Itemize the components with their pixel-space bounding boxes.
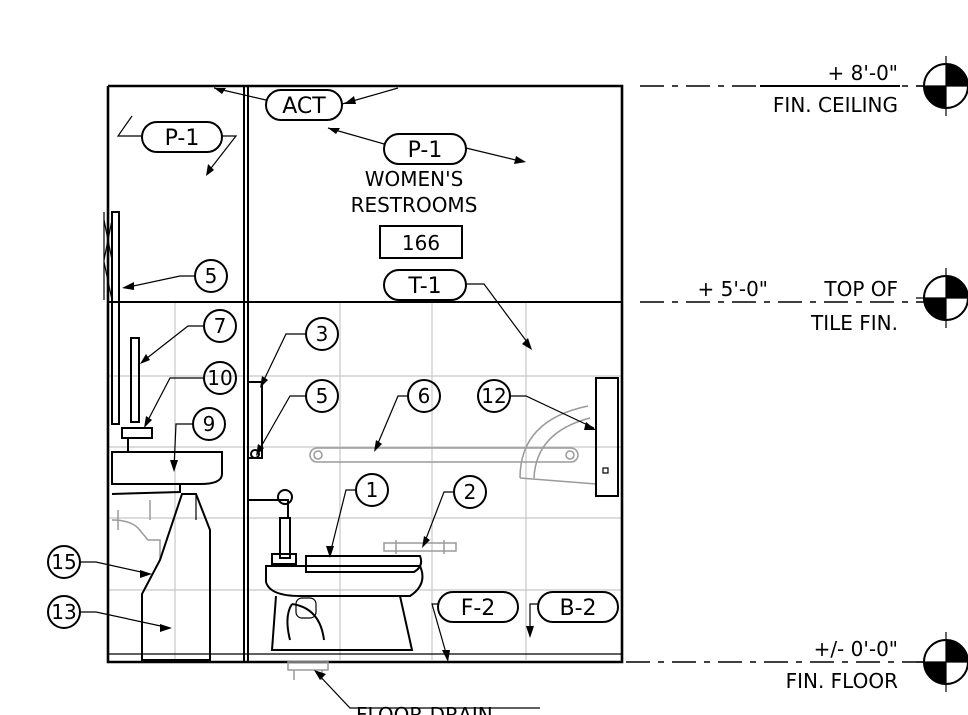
keynote-4: 5 [122, 259, 228, 293]
svg-text:5: 5 [205, 264, 218, 288]
svg-text:3: 3 [316, 322, 329, 346]
keynote-6: 6 [374, 379, 441, 452]
keynote-9: 9 [170, 407, 226, 472]
svg-text:1: 1 [366, 478, 379, 502]
elevation-tile: + 5'-0" TOP OF TILE FIN. [640, 268, 968, 335]
keynote-2: 2 [422, 475, 487, 548]
tag-p1-left: P-1 [116, 115, 238, 176]
tag-t1: T-1 [383, 269, 532, 350]
svg-text:TILE FIN.: TILE FIN. [810, 311, 898, 335]
door-swing [519, 377, 619, 497]
svg-text:P-1: P-1 [165, 126, 200, 151]
mirror [103, 211, 120, 425]
svg-text:13: 13 [51, 600, 76, 624]
svg-text:7: 7 [214, 314, 227, 338]
svg-text:+ 5'-0": + 5'-0" [698, 277, 768, 301]
room-number-box: 166 [379, 225, 463, 259]
elevation-ceiling: + 8'-0" FIN. CEILING [640, 56, 968, 117]
svg-text:B-2: B-2 [559, 596, 596, 621]
keynote-10: 10 [144, 361, 237, 428]
elevation-floor: +/- 0'-0" FIN. FLOOR [626, 632, 968, 693]
flush-valve-knob [250, 449, 260, 459]
water-closet [248, 489, 424, 651]
floor-drain-callout: FLOOR DRAIN [314, 670, 540, 715]
svg-text:ACT: ACT [282, 94, 326, 119]
svg-text:FIN. CEILING: FIN. CEILING [773, 93, 898, 117]
tag-f2: F-2 [431, 591, 519, 662]
svg-text:T-1: T-1 [407, 274, 441, 299]
wall-outline [106, 84, 624, 664]
keynote-5: 5 [256, 379, 339, 456]
keynote-12: 12 [477, 379, 596, 430]
lavatory [111, 427, 223, 560]
svg-text:10: 10 [207, 366, 232, 390]
room-name-line2: RESTROOMS [351, 193, 478, 217]
svg-text:FIN. FLOOR: FIN. FLOOR [786, 669, 898, 693]
svg-text:+/- 0'-0": +/- 0'-0" [814, 637, 898, 661]
keynote-7: 7 [140, 309, 237, 364]
tag-b2: B-2 [526, 591, 619, 638]
svg-text:12: 12 [481, 384, 506, 408]
svg-text:6: 6 [418, 384, 431, 408]
towel-dispenser [130, 337, 140, 423]
svg-text:+ 8'-0": + 8'-0" [828, 61, 898, 85]
svg-text:TOP OF: TOP OF [823, 277, 898, 301]
lavatory-base [141, 493, 211, 661]
svg-text:9: 9 [203, 412, 216, 436]
svg-text:166: 166 [402, 231, 440, 255]
svg-text:FLOOR DRAIN: FLOOR DRAIN [356, 703, 493, 715]
seat-cover-dispenser [383, 540, 457, 554]
keynote-15: 15 [47, 545, 152, 579]
tag-act: ACT [213, 87, 399, 121]
svg-text:P-1: P-1 [408, 138, 443, 163]
room-name-line1: WOMEN'S [365, 167, 464, 191]
keynote-1: 1 [326, 473, 389, 558]
svg-text:F-2: F-2 [461, 596, 496, 621]
svg-text:15: 15 [51, 550, 76, 574]
grab-bar [309, 447, 579, 463]
keynote-13: 13 [47, 595, 172, 632]
svg-text:2: 2 [464, 480, 477, 504]
keynote-3: 3 [260, 317, 339, 388]
tag-p1-center: P-1 [327, 127, 526, 165]
svg-text:5: 5 [316, 384, 329, 408]
tile-grid [108, 302, 622, 660]
